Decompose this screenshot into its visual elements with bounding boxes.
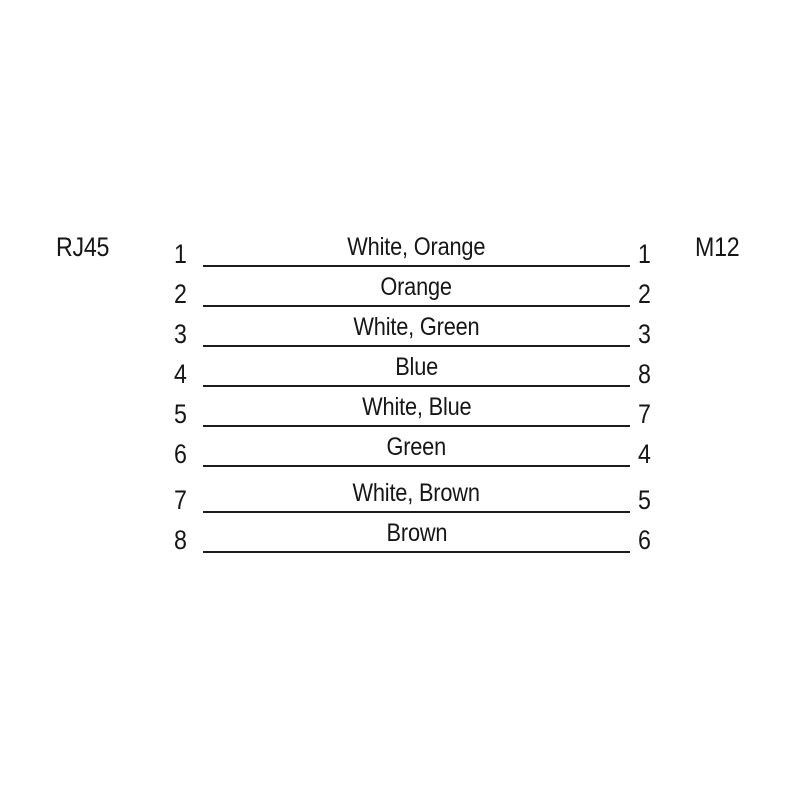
wire-color-label-text: White, Green [353, 313, 480, 341]
left-pin-number: 6 [174, 439, 187, 469]
wire-color-label: White, Blue [203, 395, 630, 420]
right-pin-number: 7 [638, 399, 651, 429]
wire-color-label: White, Brown [203, 481, 630, 506]
left-pin-number: 4 [174, 359, 187, 389]
left-pin-number: 1 [174, 239, 187, 269]
wire-connector-line [203, 345, 630, 347]
right-pin-number: 4 [638, 439, 651, 469]
right-pin-number: 2 [638, 279, 651, 309]
wire-color-label: White, Green [203, 315, 630, 340]
left-connector-title: RJ45 [56, 232, 110, 262]
left-pin-number: 8 [174, 525, 187, 555]
left-pin-number: 7 [174, 485, 187, 515]
wire-color-label: Orange [203, 275, 630, 300]
wire-color-label: White, Orange [203, 235, 630, 260]
wire-connector-line [203, 465, 630, 467]
wire-connector-line [203, 511, 630, 513]
wire-connector-line [203, 425, 630, 427]
wire-connector-line [203, 385, 630, 387]
wire-connector-line [203, 305, 630, 307]
right-pin-number: 1 [638, 239, 651, 269]
wire-color-label-text: Brown [386, 519, 447, 547]
wire-color-label: Brown [203, 521, 630, 546]
wire-color-label: Green [203, 435, 630, 460]
left-pin-number: 5 [174, 399, 187, 429]
wire-color-label-text: White, Blue [361, 393, 472, 421]
right-pin-number: 8 [638, 359, 651, 389]
wire-connector-line [203, 551, 630, 553]
right-pin-number: 3 [638, 319, 651, 349]
wire-connector-line [203, 265, 630, 267]
left-pin-number: 2 [174, 279, 187, 309]
wire-color-label-text: White, Brown [352, 479, 481, 507]
right-pin-number: 6 [638, 525, 651, 555]
wire-color-label-text: Green [386, 433, 447, 461]
left-pin-number: 3 [174, 319, 187, 349]
wire-color-label-text: Orange [380, 273, 453, 301]
right-pin-number: 5 [638, 485, 651, 515]
wire-color-label: Blue [203, 355, 630, 380]
wire-color-label-text: White, Orange [347, 233, 486, 261]
wire-color-label-text: Blue [395, 353, 438, 381]
right-connector-title: M12 [695, 232, 740, 262]
